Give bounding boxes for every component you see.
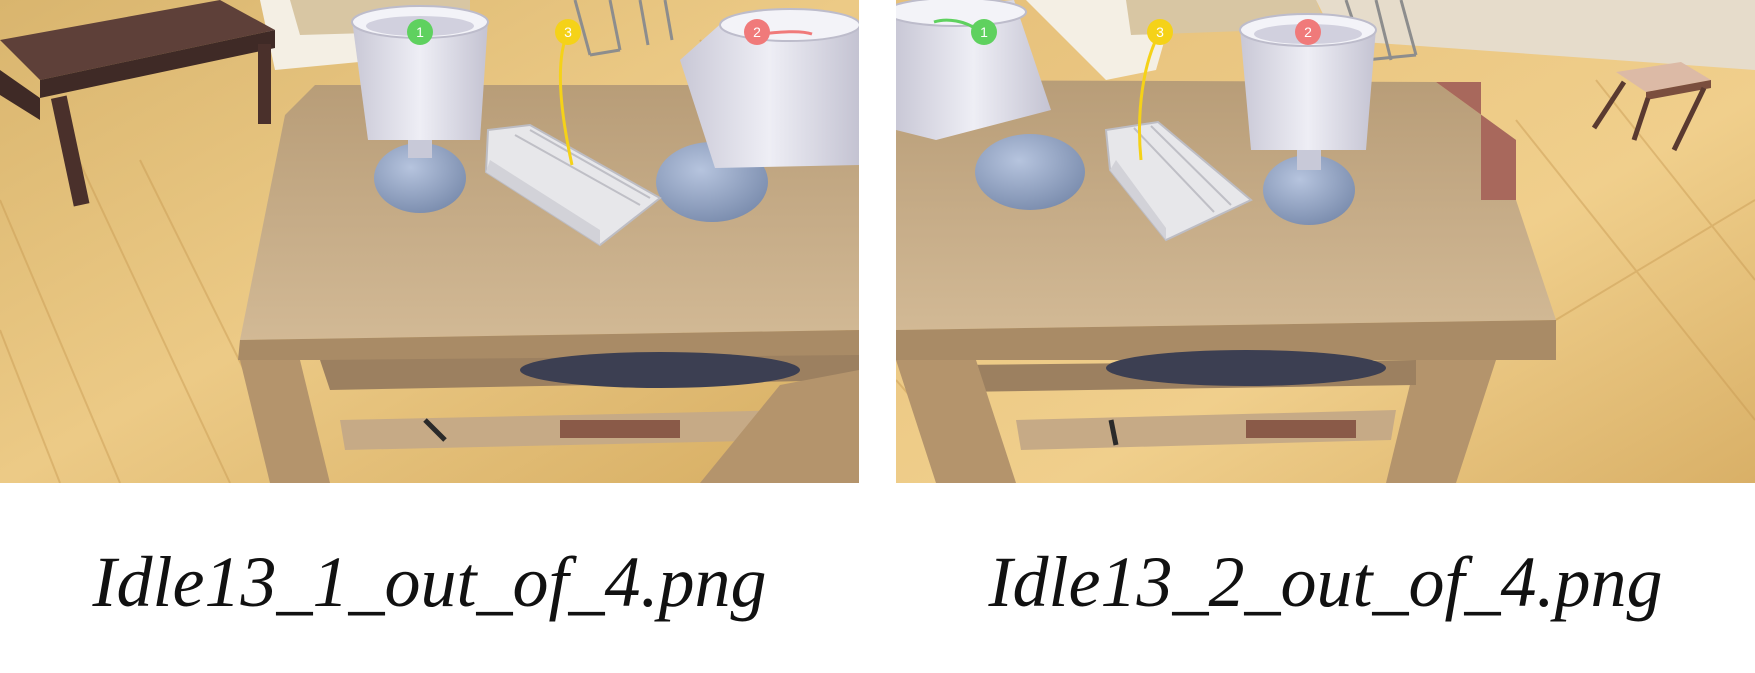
scene-render-2: 1 2 3 (896, 0, 1755, 483)
side-table (0, 0, 275, 207)
marker-3: 3 (1147, 19, 1173, 45)
marker-1: 1 (971, 19, 997, 45)
scene-render-1: 1 2 3 (0, 0, 859, 483)
shelf-book (560, 420, 680, 438)
shelf-plate (520, 352, 800, 388)
caption-1: Idle13_1_out_of_4.png (92, 542, 767, 622)
marker-2: 2 (1295, 19, 1321, 45)
svg-text:3: 3 (1156, 24, 1164, 40)
lamp-1-shade (896, 0, 1051, 140)
svg-text:2: 2 (753, 24, 761, 40)
lamp-1 (896, 0, 1085, 210)
lamp-2 (656, 8, 859, 222)
marker-1: 1 (407, 19, 433, 45)
shelf-book (1246, 420, 1356, 438)
lamp-1 (351, 5, 489, 213)
lamp-2 (1239, 13, 1377, 225)
lamp-2-shade (1240, 28, 1376, 150)
lamp-2-shade (680, 20, 859, 168)
svg-text:2: 2 (1304, 24, 1312, 40)
tray (484, 123, 662, 247)
image-panel-2: 1 2 3 (896, 0, 1755, 483)
lamp-1-shade (352, 20, 488, 140)
svg-text:1: 1 (980, 24, 988, 40)
marker-3: 3 (555, 19, 581, 45)
tray (1104, 120, 1253, 242)
lamp-1-base (374, 143, 466, 213)
lamp-2-base (1263, 155, 1355, 225)
caption-2: Idle13_2_out_of_4.png (988, 542, 1663, 622)
image-panel-1: 1 2 3 (0, 0, 859, 483)
marker-2: 2 (744, 19, 770, 45)
svg-text:3: 3 (564, 24, 572, 40)
svg-text:1: 1 (416, 24, 424, 40)
lamp-1-base (975, 134, 1085, 210)
shelf-plate (1106, 350, 1386, 386)
chairs-background (573, 0, 674, 57)
console-table (896, 80, 1556, 483)
stool (1591, 62, 1711, 152)
